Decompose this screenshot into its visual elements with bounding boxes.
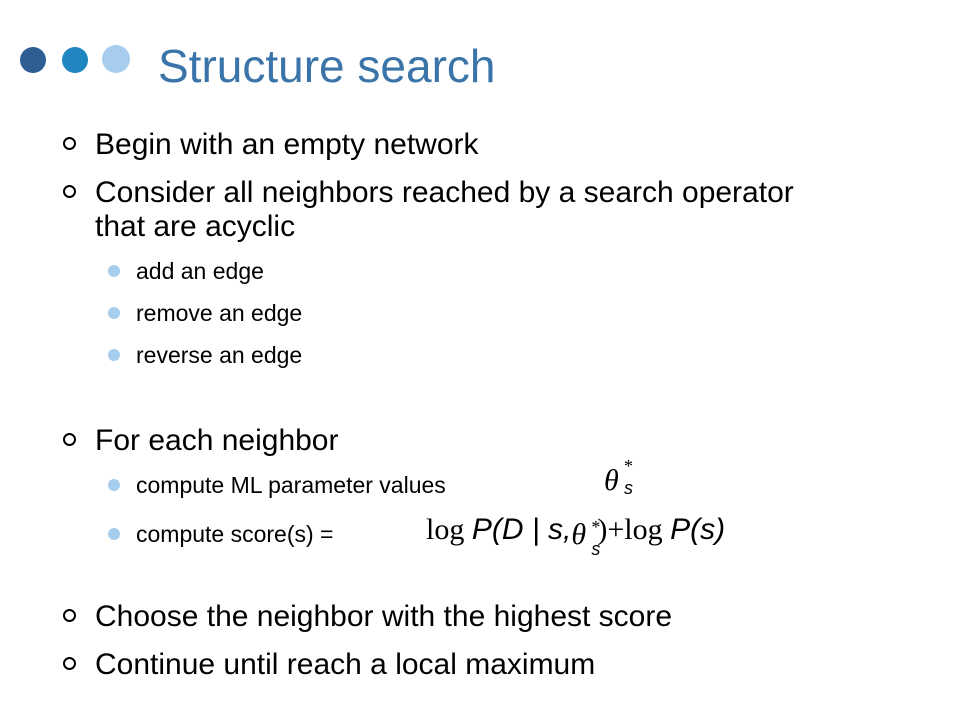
bullet-text-line1: Consider all neighbors reached by a sear… — [95, 176, 794, 209]
theta-symbol: θ — [604, 464, 619, 497]
plus-sign: + — [607, 513, 625, 546]
sub-bullet-icon — [108, 528, 120, 540]
p-term: P — [471, 513, 492, 546]
subitem-compute-score: compute score(s) = — [108, 520, 334, 548]
subitem-text: compute score(s) = — [136, 521, 334, 547]
bullet-text: Continue until reach a local maximum — [95, 648, 596, 681]
close-paren: ) — [597, 513, 608, 546]
bullet-continue: Continue until reach a local maximum — [63, 648, 596, 682]
bullet-text-line2: that are acyclic — [95, 210, 296, 243]
sub-bullet-icon — [108, 265, 120, 277]
decorative-dot-mid — [62, 47, 88, 73]
bullet-text: For each neighbor — [95, 424, 339, 457]
slide-title: Structure search — [158, 40, 496, 92]
likelihood-args: (D | s, — [491, 513, 572, 546]
score-formula: log P(D | s, θ * s )+log P(s) — [426, 510, 726, 559]
ring-bullet-icon — [63, 137, 76, 150]
ring-bullet-icon — [63, 609, 76, 622]
theta-star-formula: θ * s — [604, 456, 633, 500]
bullet-consider: Consider all neighbors reached by a sear… — [63, 176, 794, 210]
bullet-for-each: For each neighbor — [63, 424, 339, 458]
bullet-choose: Choose the neighbor with the highest sco… — [63, 600, 673, 634]
bullet-text: Choose the neighbor with the highest sco… — [95, 600, 673, 633]
ring-bullet-icon — [63, 185, 76, 198]
sub-bullet-icon — [108, 307, 120, 319]
ring-bullet-icon — [63, 657, 76, 670]
star-superscript: * — [624, 456, 633, 476]
p-term: P — [670, 513, 691, 546]
decorative-dot-light — [102, 45, 130, 73]
bullet-text: Begin with an empty network — [95, 128, 479, 161]
subitem-compute-ml: compute ML parameter values — [108, 471, 446, 499]
subitem-remove-edge: remove an edge — [108, 299, 303, 327]
s-subscript: s — [624, 478, 633, 498]
star-superscript: * — [591, 517, 601, 537]
sub-bullet-icon — [108, 349, 120, 361]
bullet-begin: Begin with an empty network — [63, 128, 479, 162]
theta-symbol: θ — [571, 518, 587, 551]
subitem-text: remove an edge — [136, 300, 303, 326]
subitem-text: compute ML parameter values — [136, 472, 446, 498]
subitem-text: reverse an edge — [136, 342, 303, 368]
s-subscript: s — [591, 539, 601, 559]
subitem-reverse-edge: reverse an edge — [108, 341, 303, 369]
subitem-text: add an edge — [136, 258, 264, 284]
decorative-dot-dark — [20, 47, 46, 73]
sub-bullet-icon — [108, 479, 120, 491]
bullet-consider-cont: that are acyclic — [95, 210, 295, 244]
ring-bullet-icon — [63, 433, 76, 446]
subitem-add-edge: add an edge — [108, 257, 264, 285]
prior-args: (s) — [690, 513, 726, 546]
log-term: log — [426, 513, 465, 546]
log-term: log — [624, 513, 663, 546]
